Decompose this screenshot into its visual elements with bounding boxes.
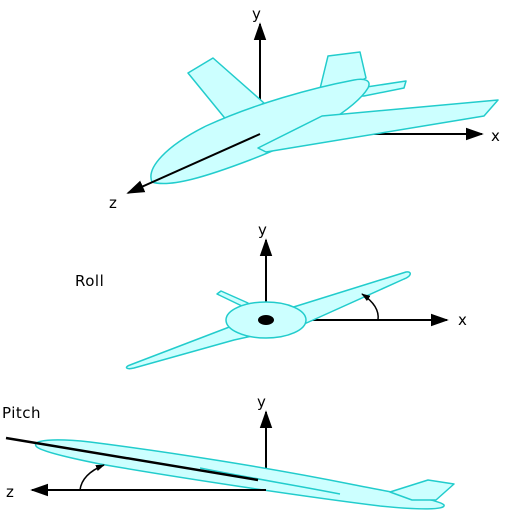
pitch-angle-arc bbox=[79, 464, 105, 491]
aircraft-side-view bbox=[34, 439, 455, 510]
panel-3d-aircraft: y x z bbox=[109, 5, 500, 212]
x-axis-label-3d: x bbox=[491, 127, 500, 145]
x-axis-label-roll: x bbox=[458, 311, 467, 329]
pitched-longitudinal-line bbox=[5, 436, 259, 482]
pitch-fuselage bbox=[34, 439, 445, 510]
aircraft-3d bbox=[150, 51, 499, 185]
pitch-tail-fin bbox=[389, 479, 455, 501]
pitch-title: Pitch bbox=[2, 404, 41, 422]
y-axis-label-3d: y bbox=[252, 5, 261, 23]
y-axis-label-roll: y bbox=[258, 221, 267, 239]
y-axis-label-pitch: y bbox=[257, 393, 266, 411]
z-axis-label-pitch: z bbox=[6, 483, 14, 501]
z-axis-3d bbox=[126, 133, 261, 194]
panel-pitch: Pitch y z bbox=[2, 393, 455, 510]
right-wing bbox=[257, 99, 499, 153]
z-axis-label-3d: z bbox=[109, 194, 117, 212]
panel-roll: Roll y x bbox=[75, 221, 467, 370]
pitch-wing-stripe bbox=[199, 467, 341, 495]
roll-angle-arc bbox=[361, 293, 379, 321]
roll-center-hub bbox=[258, 315, 274, 325]
roll-title: Roll bbox=[75, 272, 104, 290]
roll-tail-fin bbox=[216, 290, 249, 308]
